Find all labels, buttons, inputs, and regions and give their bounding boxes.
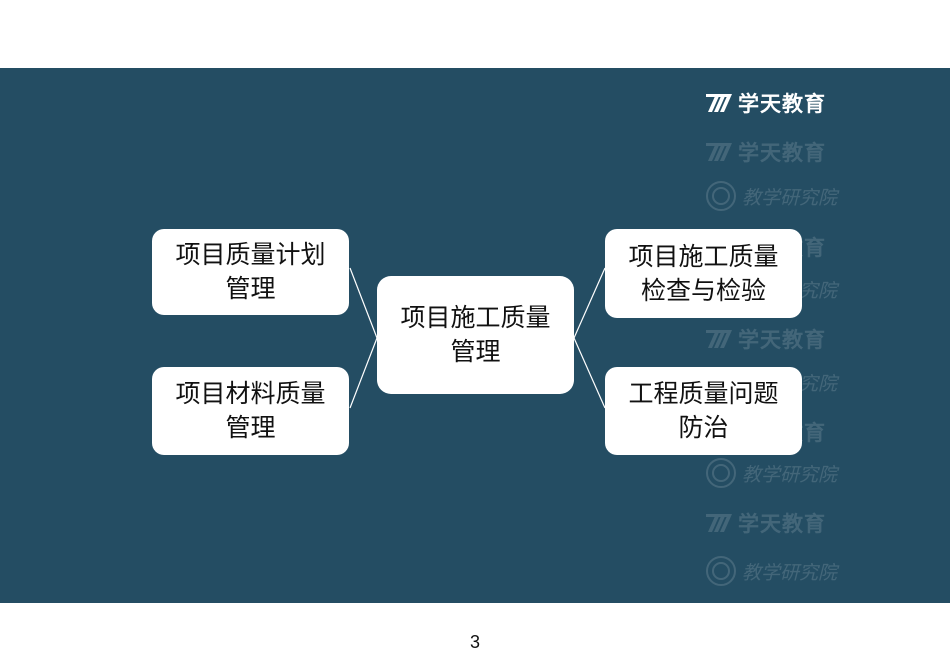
connector-center-to-bottom-left [349, 337, 378, 409]
watermark-brand-text: 学天教育 [738, 512, 826, 536]
brand-stripes-icon [706, 143, 732, 161]
connector-center-to-top-right [573, 267, 606, 339]
node-inspection-line2: 检查与检验 [640, 275, 766, 305]
node-quality-plan: 项目质量计划 管理 [152, 229, 349, 315]
brand-stripes-icon [706, 94, 732, 112]
seal-icon [706, 458, 736, 488]
node-material-quality-line1: 项目材料质量 [175, 379, 326, 408]
connector-lines [349, 267, 606, 409]
slide-panel: 学天教育 学天教育 教学研究院 学天教育 教学研究院 [0, 68, 950, 603]
node-inspection: 项目施工质量 检查与检验 [605, 229, 802, 318]
node-material-quality: 项目材料质量 管理 [152, 367, 349, 455]
watermark-institute-4: 教学研究院 [706, 458, 837, 488]
seal-icon [706, 556, 736, 586]
node-material-quality-line2: 管理 [225, 413, 276, 442]
node-inspection-line1: 项目施工质量 [628, 241, 779, 271]
node-center: 项目施工质量 管理 [377, 276, 574, 394]
node-problem-prevention: 工程质量问题 防治 [605, 367, 802, 455]
connector-center-to-bottom-right [573, 337, 606, 409]
watermark-brand-5: 学天教育 [706, 508, 826, 538]
watermark-institute-5: 教学研究院 [706, 556, 837, 586]
connector-center-to-top-left [349, 267, 378, 339]
watermark-brand-1: 学天教育 [706, 137, 826, 167]
watermark-institute-text: 教学研究院 [742, 463, 838, 486]
page-number: 3 [469, 632, 480, 652]
node-quality-plan-line1: 项目质量计划 [175, 240, 326, 269]
brand-name: 学天教育 [738, 92, 826, 116]
watermark-institute-1: 教学研究院 [706, 181, 837, 211]
seal-icon [706, 181, 736, 211]
node-center-line1: 项目施工质量 [400, 303, 551, 332]
node-problem-prevention-line1: 工程质量问题 [628, 379, 779, 408]
node-problem-prevention-line2: 防治 [678, 413, 729, 442]
watermark-brand-text: 学天教育 [738, 328, 826, 352]
brand-stripes-icon [706, 514, 732, 532]
brand-logo: 学天教育 [706, 88, 826, 118]
watermark-institute-text: 教学研究院 [742, 186, 838, 209]
node-quality-plan-line2: 管理 [225, 274, 276, 303]
brand-stripes-icon [706, 330, 732, 348]
node-center-line2: 管理 [450, 337, 501, 366]
watermark-brand-text: 学天教育 [738, 141, 826, 165]
watermark-brand-3: 学天教育 [706, 324, 826, 354]
watermark-institute-text: 教学研究院 [742, 561, 838, 584]
